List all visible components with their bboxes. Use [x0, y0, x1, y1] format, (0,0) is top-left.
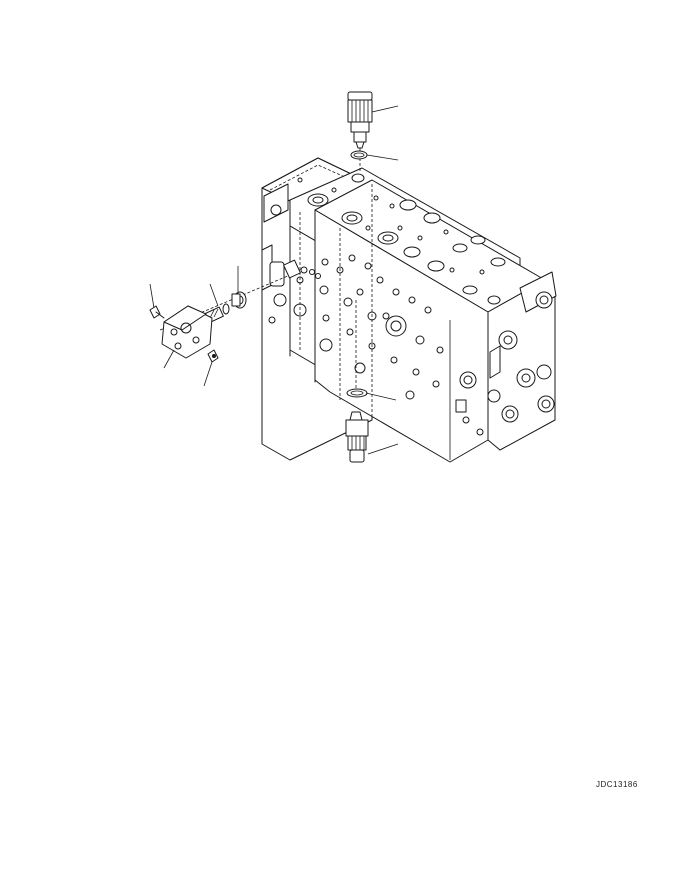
bottom-relief-valve [345, 300, 369, 463]
top-ports [297, 173, 506, 305]
top-o-ring [350, 150, 368, 160]
end-cover-ports [455, 291, 555, 436]
control-valve-body [261, 157, 557, 463]
figure-code: JDC13186 [596, 780, 638, 789]
front-face-holes [293, 254, 444, 400]
side-cover-assembly [149, 259, 321, 363]
top-relief-valve [347, 91, 373, 172]
leader-lines [149, 105, 399, 455]
